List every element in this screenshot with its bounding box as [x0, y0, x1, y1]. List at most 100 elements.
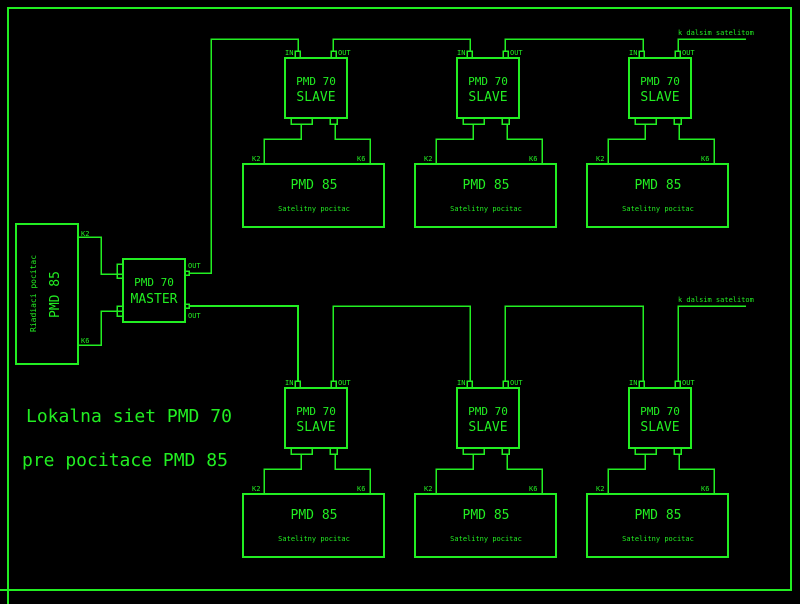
bottom-continuation-note: k dalsim satelitom: [678, 296, 754, 304]
satellite-port-k2-bottom-3: K2: [596, 485, 604, 493]
slave-out-label-top-3: OUT: [682, 49, 695, 57]
slave-in-label-bottom-2: IN: [457, 379, 465, 387]
wire-k2-bottom-2: [435, 454, 474, 494]
slave-out-port-bottom-1: [330, 380, 337, 389]
satellite-box-top-2: [414, 163, 557, 228]
bus-bottom-slave1-to-slave2: [332, 305, 471, 381]
satellite-box-bottom-1: [242, 493, 385, 558]
slave-role-bottom-3: SLAVE: [640, 420, 679, 435]
slave-out-port-top-3: [674, 50, 681, 59]
satellite-name-bottom-2: PMD 85: [463, 508, 510, 523]
slave-out-label-bottom-1: OUT: [338, 379, 351, 387]
slave-box-top-1: [284, 57, 348, 119]
satellite-box-top-3: [586, 163, 729, 228]
satellite-port-k2-top-2: K2: [424, 155, 432, 163]
slave-out-label-bottom-3: OUT: [682, 379, 695, 387]
master-out-top-port: [184, 270, 190, 276]
control-port-k6: K6: [81, 337, 89, 345]
satellite-port-k2-bottom-1: K2: [252, 485, 260, 493]
satellite-port-k6-bottom-1: K6: [357, 485, 365, 493]
slave-role-top-2: SLAVE: [468, 90, 507, 105]
satellite-subtitle-bottom-3: Satelitny pocitac: [622, 535, 694, 543]
satellite-subtitle-bottom-2: Satelitny pocitac: [450, 535, 522, 543]
slave-box-bottom-3: [628, 387, 692, 449]
slave-in-label-bottom-3: IN: [629, 379, 637, 387]
slave-name-top-1: PMD 70: [296, 75, 336, 88]
slave-in-port-bottom-3: [638, 380, 645, 389]
satellite-port-k6-top-2: K6: [529, 155, 537, 163]
slave-role-top-1: SLAVE: [296, 90, 335, 105]
slave-role-bottom-2: SLAVE: [468, 420, 507, 435]
satellite-subtitle-bottom-1: Satelitny pocitac: [278, 535, 350, 543]
master-port-k6: [116, 305, 124, 317]
slave-name-bottom-3: PMD 70: [640, 405, 680, 418]
slave-out-port-top-2: [502, 50, 509, 59]
master-box: [122, 258, 186, 323]
satellite-port-k6-top-3: K6: [701, 155, 709, 163]
slave-in-label-top-3: IN: [629, 49, 637, 57]
slave-box-top-2: [456, 57, 520, 119]
wire-k2-bottom-1: [263, 454, 302, 494]
diagram-title-line2: pre pocitace PMD 85: [22, 450, 228, 471]
slave-port-k6-bottom-3: [673, 447, 682, 455]
wire-k2-top-1: [263, 124, 302, 164]
slave-out-port-top-1: [330, 50, 337, 59]
satellite-port-k2-bottom-2: K2: [424, 485, 432, 493]
wire-k6-master: [78, 310, 123, 346]
slave-out-label-top-2: OUT: [510, 49, 523, 57]
slave-out-port-bottom-3: [674, 380, 681, 389]
master-out-bottom-port: [184, 303, 190, 309]
wire-k6-top-3: [678, 124, 715, 164]
wire-k6-bottom-3: [678, 454, 715, 494]
satellite-name-bottom-1: PMD 85: [291, 508, 338, 523]
bus-top-slave1-to-slave2: [332, 38, 471, 52]
master-port-k2: [116, 263, 124, 279]
satellite-name-top-1: PMD 85: [291, 178, 338, 193]
satellite-box-top-1: [242, 163, 385, 228]
wire-k6-bottom-2: [506, 454, 543, 494]
slave-box-bottom-2: [456, 387, 520, 449]
slave-in-port-top-2: [466, 50, 473, 59]
master-out-top-label: OUT: [188, 262, 201, 270]
slave-out-label-top-1: OUT: [338, 49, 351, 57]
slave-name-top-3: PMD 70: [640, 75, 680, 88]
satellite-box-bottom-2: [414, 493, 557, 558]
slave-role-top-3: SLAVE: [640, 90, 679, 105]
wire-k2-master: [78, 236, 123, 275]
slave-box-top-3: [628, 57, 692, 119]
satellite-port-k6-bottom-3: K6: [701, 485, 709, 493]
top-continuation-note: k dalsim satelitom: [678, 29, 754, 37]
satellite-subtitle-top-1: Satelitny pocitac: [278, 205, 350, 213]
slave-out-label-bottom-2: OUT: [510, 379, 523, 387]
slave-in-port-bottom-1: [294, 380, 301, 389]
wire-k2-top-2: [435, 124, 474, 164]
slave-in-label-top-1: IN: [285, 49, 293, 57]
satellite-port-k6-top-1: K6: [357, 155, 365, 163]
wire-k6-top-2: [506, 124, 543, 164]
frame-border: [0, 7, 792, 604]
bus-top-continuation: [677, 38, 746, 52]
slave-in-port-top-1: [294, 50, 301, 59]
slave-port-k6-top-1: [329, 117, 338, 125]
satellite-name-bottom-3: PMD 85: [635, 508, 682, 523]
slave-port-k6-bottom-1: [329, 447, 338, 455]
slave-port-k6-top-3: [673, 117, 682, 125]
satellite-name-top-2: PMD 85: [463, 178, 510, 193]
slave-port-k6-bottom-2: [501, 447, 510, 455]
wire-k6-top-1: [334, 124, 371, 164]
satellite-box-bottom-3: [586, 493, 729, 558]
control-computer-box: [15, 223, 79, 365]
satellite-port-k6-bottom-2: K6: [529, 485, 537, 493]
slave-in-port-top-3: [638, 50, 645, 59]
slave-box-bottom-1: [284, 387, 348, 449]
slave-in-label-top-2: IN: [457, 49, 465, 57]
satellite-port-k2-top-1: K2: [252, 155, 260, 163]
bus-bottom-continuation: [677, 305, 746, 381]
slave-name-bottom-1: PMD 70: [296, 405, 336, 418]
slave-out-port-bottom-2: [502, 380, 509, 389]
master-out-bottom-label: OUT: [188, 312, 201, 320]
bus-bottom-master-to-slave1: [189, 305, 299, 381]
diagram-title-line1: Lokalna siet PMD 70: [26, 406, 232, 427]
wire-k2-top-3: [607, 124, 646, 164]
